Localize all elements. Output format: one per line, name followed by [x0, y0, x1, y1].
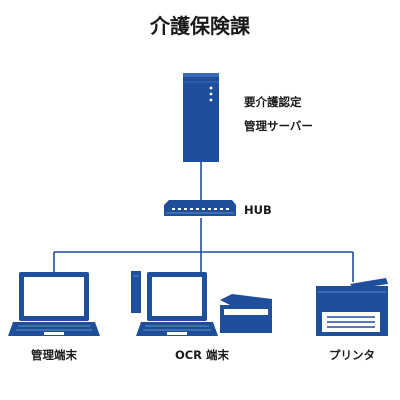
printer-icon — [316, 278, 388, 336]
printer-label: プリンタ — [329, 348, 375, 362]
hub-icon — [164, 200, 236, 216]
server-label-line1: 要介護認定 — [244, 95, 302, 109]
connection-lines — [53, 162, 354, 282]
admin-terminal-label: 管理端末 — [31, 348, 77, 362]
ocr-laptop-icon — [136, 272, 218, 336]
admin-laptop-icon — [8, 272, 100, 336]
server-label-line2: 管理サーバー — [244, 119, 313, 133]
scanner-icon — [220, 294, 272, 333]
ocr-terminal-label: OCR 端末 — [174, 348, 230, 362]
diagram-title: 介護保険課 — [150, 14, 250, 38]
hub-label: HUB — [244, 203, 272, 217]
ocr-tower-icon — [131, 271, 141, 313]
server-icon — [183, 73, 219, 162]
